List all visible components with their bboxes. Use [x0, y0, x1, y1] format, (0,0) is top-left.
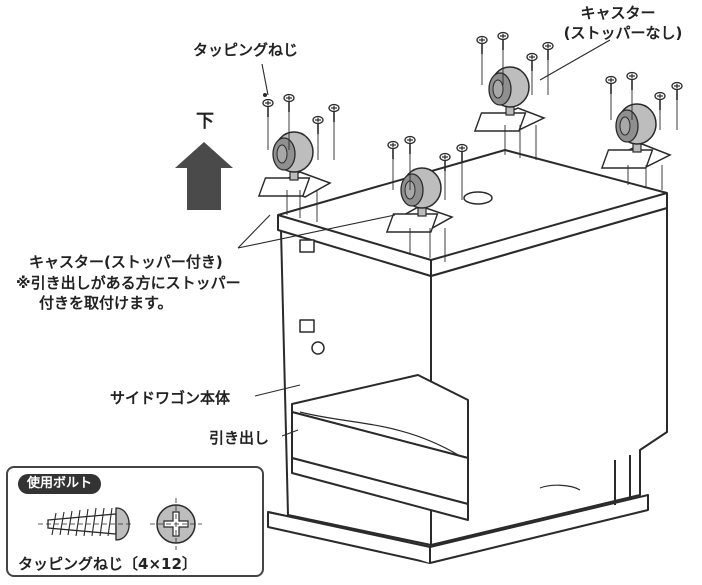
legend-caption: タッピングねじ〔4×12〕	[18, 555, 197, 573]
drawer-label: 引き出し	[209, 429, 270, 447]
note-line-2: 付きを取付けます。	[39, 294, 173, 312]
screw-label: タッピングねじ	[193, 41, 299, 59]
bolt-illustration	[38, 498, 202, 550]
caster-back-right	[601, 103, 657, 169]
legend-tag: 使用ボルト	[18, 474, 102, 494]
screw-side-view	[38, 507, 134, 541]
caster-front-left	[258, 131, 314, 197]
caster-with-stopper-label: キャスター(ストッパー付き)	[29, 253, 223, 271]
screw-head-top-view	[150, 498, 202, 550]
guide-lines	[267, 50, 678, 262]
caster-no-stopper-label-2: (ストッパーなし)	[563, 24, 683, 42]
down-label: 下	[196, 111, 214, 132]
bolt-legend: 使用ボルト タッピングねじ〔4×12〕	[6, 466, 264, 577]
leader-lines	[237, 39, 611, 437]
caster-back-left	[474, 66, 530, 132]
cabinet-body	[267, 149, 668, 564]
marker-dot	[263, 93, 267, 97]
body-label: サイドワゴン本体	[110, 389, 231, 407]
down-direction-arrow	[175, 142, 233, 210]
caster-no-stopper-label-1: キャスター	[580, 4, 656, 22]
note-line-1: ※引き出しがある方にストッパー	[16, 274, 241, 292]
